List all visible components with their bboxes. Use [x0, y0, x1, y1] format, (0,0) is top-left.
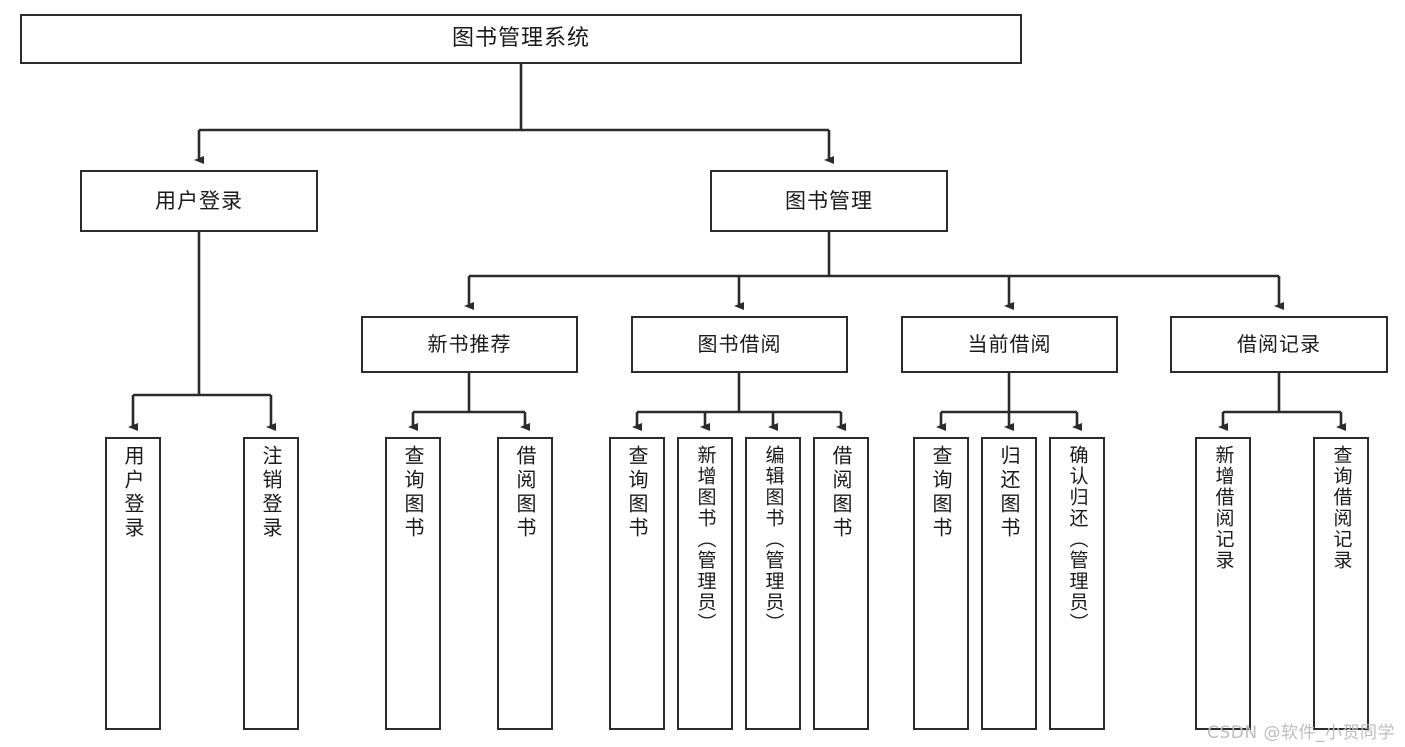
leaf-borrow-lend[interactable]: 借阅图书	[813, 437, 869, 730]
node-borrow-record[interactable]: 借阅记录	[1170, 316, 1388, 373]
node-root[interactable]: 图书管理系统	[20, 14, 1022, 64]
node-current-borrow[interactable]: 当前借阅	[901, 316, 1118, 373]
node-root-label: 图书管理系统	[451, 26, 590, 52]
leaf-rec-add-label: 新增借阅记录	[1212, 445, 1235, 571]
leaf-user-logout[interactable]: 注销登录	[243, 437, 299, 730]
node-user-login-label: 用户登录	[155, 188, 243, 213]
leaf-borrow-query[interactable]: 查询图书	[609, 437, 665, 730]
leaf-borrow-query-label: 查询图书	[625, 445, 649, 541]
leaf-rec-add[interactable]: 新增借阅记录	[1195, 437, 1251, 730]
leaf-rec-query[interactable]: 查询图书	[385, 437, 441, 730]
leaf-borrow-edit-label: 编辑图书（管理员）	[762, 445, 785, 634]
leaf-cur-query[interactable]: 查询图书	[913, 437, 969, 730]
leaf-cur-query-label: 查询图书	[929, 445, 953, 541]
leaf-user-logout-label: 注销登录	[259, 445, 283, 541]
node-new-book-rec-label: 新书推荐	[427, 331, 512, 356]
node-book-borrow[interactable]: 图书借阅	[631, 316, 848, 373]
leaf-rec-query2-label: 查询借阅记录	[1330, 445, 1353, 571]
node-book-manage-label: 图书管理	[785, 188, 873, 213]
node-book-borrow-label: 图书借阅	[697, 331, 782, 356]
node-book-manage[interactable]: 图书管理	[710, 170, 948, 232]
leaf-cur-confirm[interactable]: 确认归还（管理员）	[1049, 437, 1105, 730]
leaf-borrow-add-label: 新增图书（管理员）	[694, 445, 717, 634]
leaf-rec-query2[interactable]: 查询借阅记录	[1313, 437, 1369, 730]
leaf-borrow-add[interactable]: 新增图书（管理员）	[677, 437, 733, 730]
node-new-book-rec[interactable]: 新书推荐	[361, 316, 578, 373]
leaf-user-login[interactable]: 用户登录	[105, 437, 161, 730]
leaf-cur-return[interactable]: 归还图书	[981, 437, 1037, 730]
csdn-watermark: CSDN @软件_小贺同学	[1207, 723, 1395, 743]
leaf-cur-return-label: 归还图书	[997, 445, 1021, 541]
leaf-rec-borrow[interactable]: 借阅图书	[497, 437, 553, 730]
leaf-user-login-label: 用户登录	[121, 445, 145, 541]
node-current-borrow-label: 当前借阅	[967, 331, 1052, 356]
leaf-rec-borrow-label: 借阅图书	[513, 445, 537, 541]
leaf-rec-query-label: 查询图书	[401, 445, 425, 541]
leaf-borrow-edit[interactable]: 编辑图书（管理员）	[745, 437, 801, 730]
leaf-cur-confirm-label: 确认归还（管理员）	[1066, 445, 1089, 634]
node-user-login[interactable]: 用户登录	[80, 170, 318, 232]
node-borrow-record-label: 借阅记录	[1237, 331, 1321, 356]
leaf-borrow-lend-label: 借阅图书	[829, 445, 853, 541]
